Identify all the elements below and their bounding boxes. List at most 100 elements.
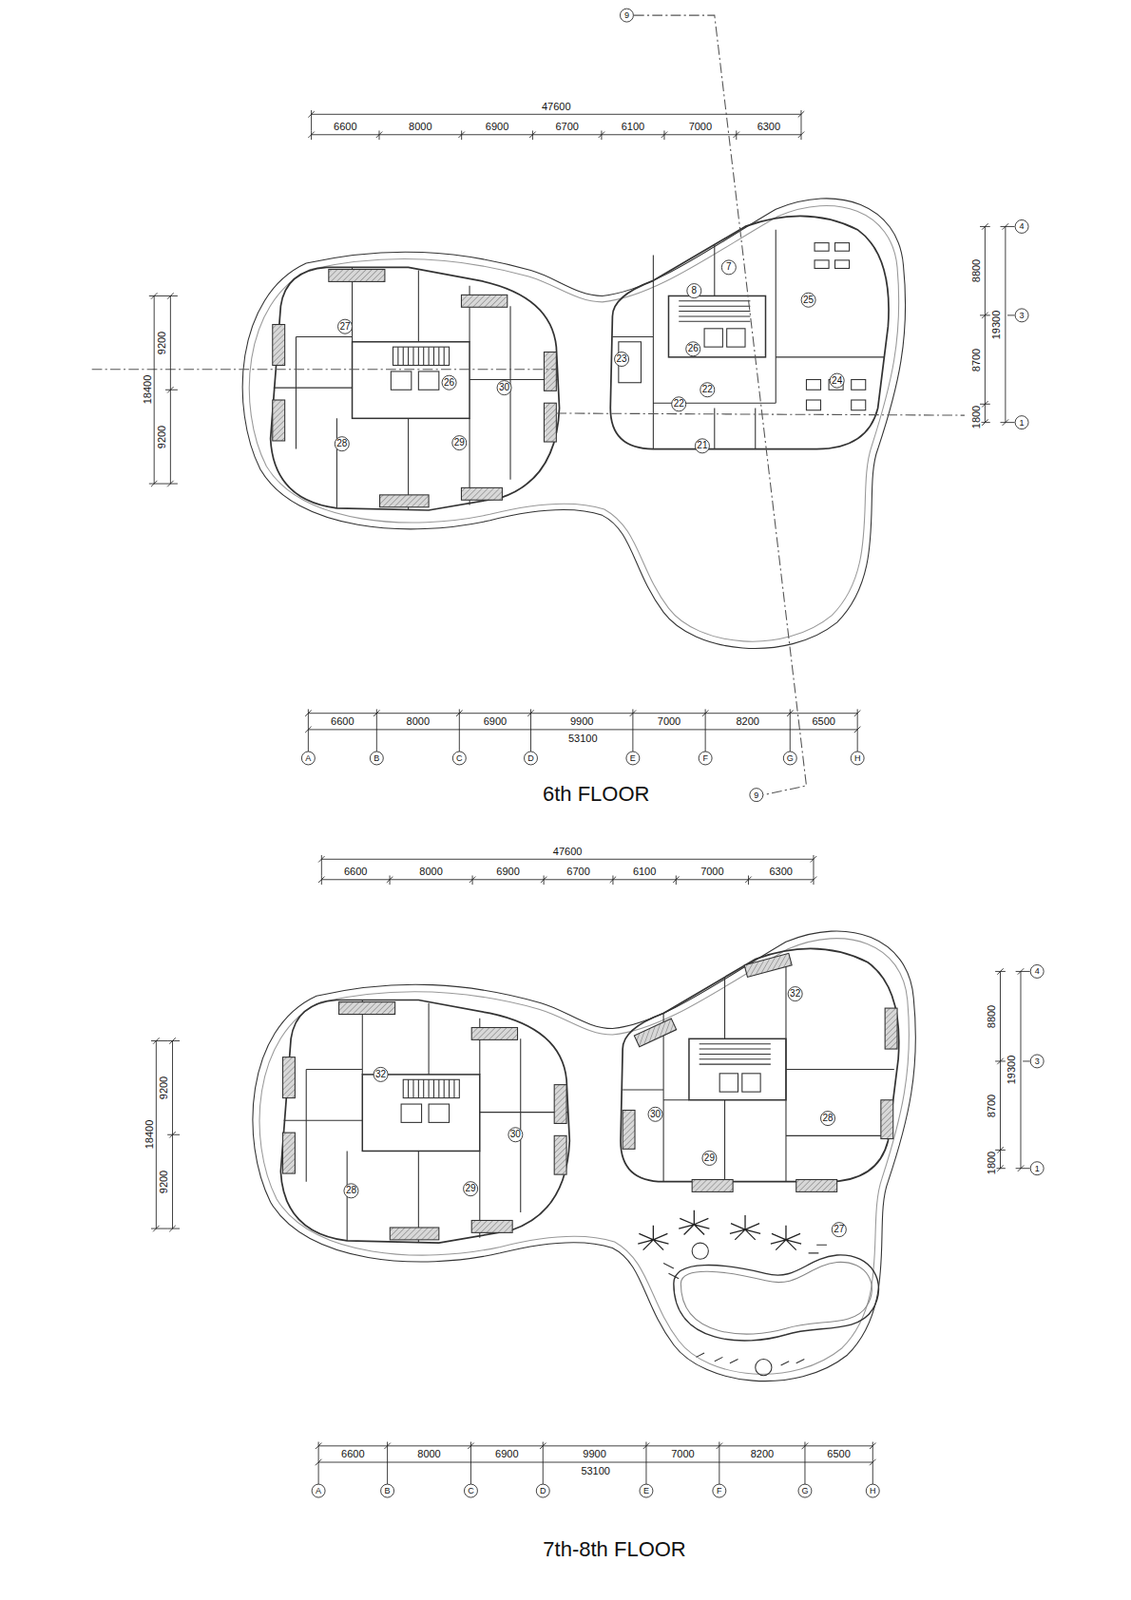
- floor-title: 6th FLOOR: [539, 784, 652, 806]
- stair-treads: [699, 1044, 771, 1065]
- grid-bubble: [865, 1484, 880, 1498]
- extension-line: [747, 875, 749, 885]
- extension-line: [470, 1442, 472, 1486]
- dimension-text: 47600: [540, 100, 573, 112]
- callout-circle: [452, 436, 467, 451]
- grid-bubble: [369, 751, 384, 766]
- dimension-text: 6900: [494, 1449, 519, 1460]
- stair-treads: [398, 346, 444, 365]
- callout-circle: [671, 397, 687, 412]
- dimension-line: [307, 728, 858, 730]
- axis-line: [92, 369, 965, 416]
- callout-circle: [721, 260, 736, 275]
- umbrella: [691, 1243, 709, 1260]
- grid-bubble-label: 4: [1035, 967, 1040, 977]
- dimension-text: 6700: [565, 866, 591, 878]
- balcony: [884, 1008, 898, 1050]
- grid-bubble-label: B: [373, 753, 380, 763]
- balcony: [881, 1100, 894, 1140]
- extension-line: [542, 1442, 544, 1486]
- callout-circle: [373, 1067, 388, 1082]
- grid-bubble-label: G: [786, 753, 794, 763]
- callout-circle: [687, 284, 702, 299]
- dimension-text: 7000: [699, 866, 725, 878]
- extension-line: [378, 130, 380, 140]
- grid-bubble: [639, 1484, 653, 1498]
- slab-outline: [252, 931, 916, 1382]
- balcony: [272, 400, 286, 441]
- palm-trees: [637, 1210, 802, 1251]
- callout-circle: [686, 342, 701, 357]
- lift: [727, 328, 746, 347]
- grid-bubble: [381, 1484, 395, 1498]
- extension-line: [995, 1060, 1006, 1062]
- dimension-text: 19300: [991, 308, 1002, 341]
- dimension-text: 6600: [343, 866, 368, 878]
- extension-line: [1007, 314, 1016, 316]
- extension-line: [663, 130, 665, 140]
- callout-circle: [801, 292, 816, 307]
- extension-line: [1022, 1060, 1031, 1062]
- balcony: [272, 325, 286, 366]
- extension-line: [804, 1442, 806, 1486]
- grid-bubble-label: B: [384, 1487, 391, 1496]
- room-callout: 21: [696, 440, 708, 451]
- grid-bubble: [301, 751, 315, 766]
- room-callout: 30: [498, 383, 510, 393]
- extension-line: [600, 130, 602, 140]
- balcony: [471, 1220, 513, 1233]
- extension-line: [800, 130, 802, 140]
- seventh-eighth-floor-plan: [252, 931, 916, 1382]
- grid-bubble-label: E: [630, 753, 636, 763]
- grid-bubble-label: F: [702, 753, 709, 763]
- extension-line: [979, 226, 991, 228]
- dimension-line: [1004, 226, 1006, 422]
- extension-line: [857, 709, 859, 752]
- balcony: [460, 487, 502, 500]
- callout-circle: [700, 383, 715, 398]
- extension-line: [995, 1150, 1006, 1151]
- room-callout: 22: [702, 384, 713, 395]
- extension-line: [872, 1442, 874, 1486]
- balcony: [554, 1085, 567, 1125]
- dimension-text: 6300: [756, 121, 782, 133]
- extension-line: [645, 1442, 647, 1486]
- room-callout: 27: [833, 1225, 844, 1235]
- extension-line: [1015, 971, 1031, 973]
- dimension-text: 47600: [552, 845, 584, 857]
- dimension-text: 1800: [985, 1150, 997, 1176]
- grid-bubble-label: C: [467, 1487, 475, 1496]
- dimension-line: [318, 1462, 873, 1464]
- balcony: [554, 1135, 567, 1175]
- dimension-text: 6900: [495, 866, 520, 878]
- grid-bubble: [463, 1484, 478, 1498]
- dimension-line: [984, 226, 986, 422]
- grid-bubble: [783, 751, 797, 766]
- stair-treads: [678, 301, 750, 322]
- dimension-line: [318, 1445, 873, 1447]
- gym-equipment: [814, 260, 829, 269]
- dimension-text: 6900: [482, 716, 508, 728]
- left-tower-wall: [280, 1000, 570, 1245]
- room-callout: 28: [336, 439, 347, 449]
- grid-bubble: [698, 751, 712, 766]
- callout-circle: [820, 1111, 835, 1127]
- lift: [401, 1104, 422, 1123]
- callout-circle: [344, 1184, 359, 1199]
- extension-line: [318, 1442, 320, 1486]
- lift: [428, 1104, 449, 1123]
- callout-circle: [497, 381, 512, 396]
- dimension-text: 6300: [767, 866, 793, 878]
- balcony: [796, 1180, 838, 1193]
- room-callout: 24: [831, 376, 843, 386]
- axis-line: [633, 15, 807, 796]
- extension-line: [800, 110, 802, 131]
- grid-bubble: [798, 1484, 812, 1498]
- extension-line: [979, 314, 991, 316]
- lift: [719, 1073, 738, 1093]
- room-callout: 29: [454, 438, 465, 448]
- dimension-text: 8200: [734, 716, 760, 728]
- dimension-text: 9200: [157, 1075, 169, 1101]
- grid-bubble-label: 4: [1019, 222, 1025, 231]
- grid-bubble-label: D: [539, 1487, 547, 1496]
